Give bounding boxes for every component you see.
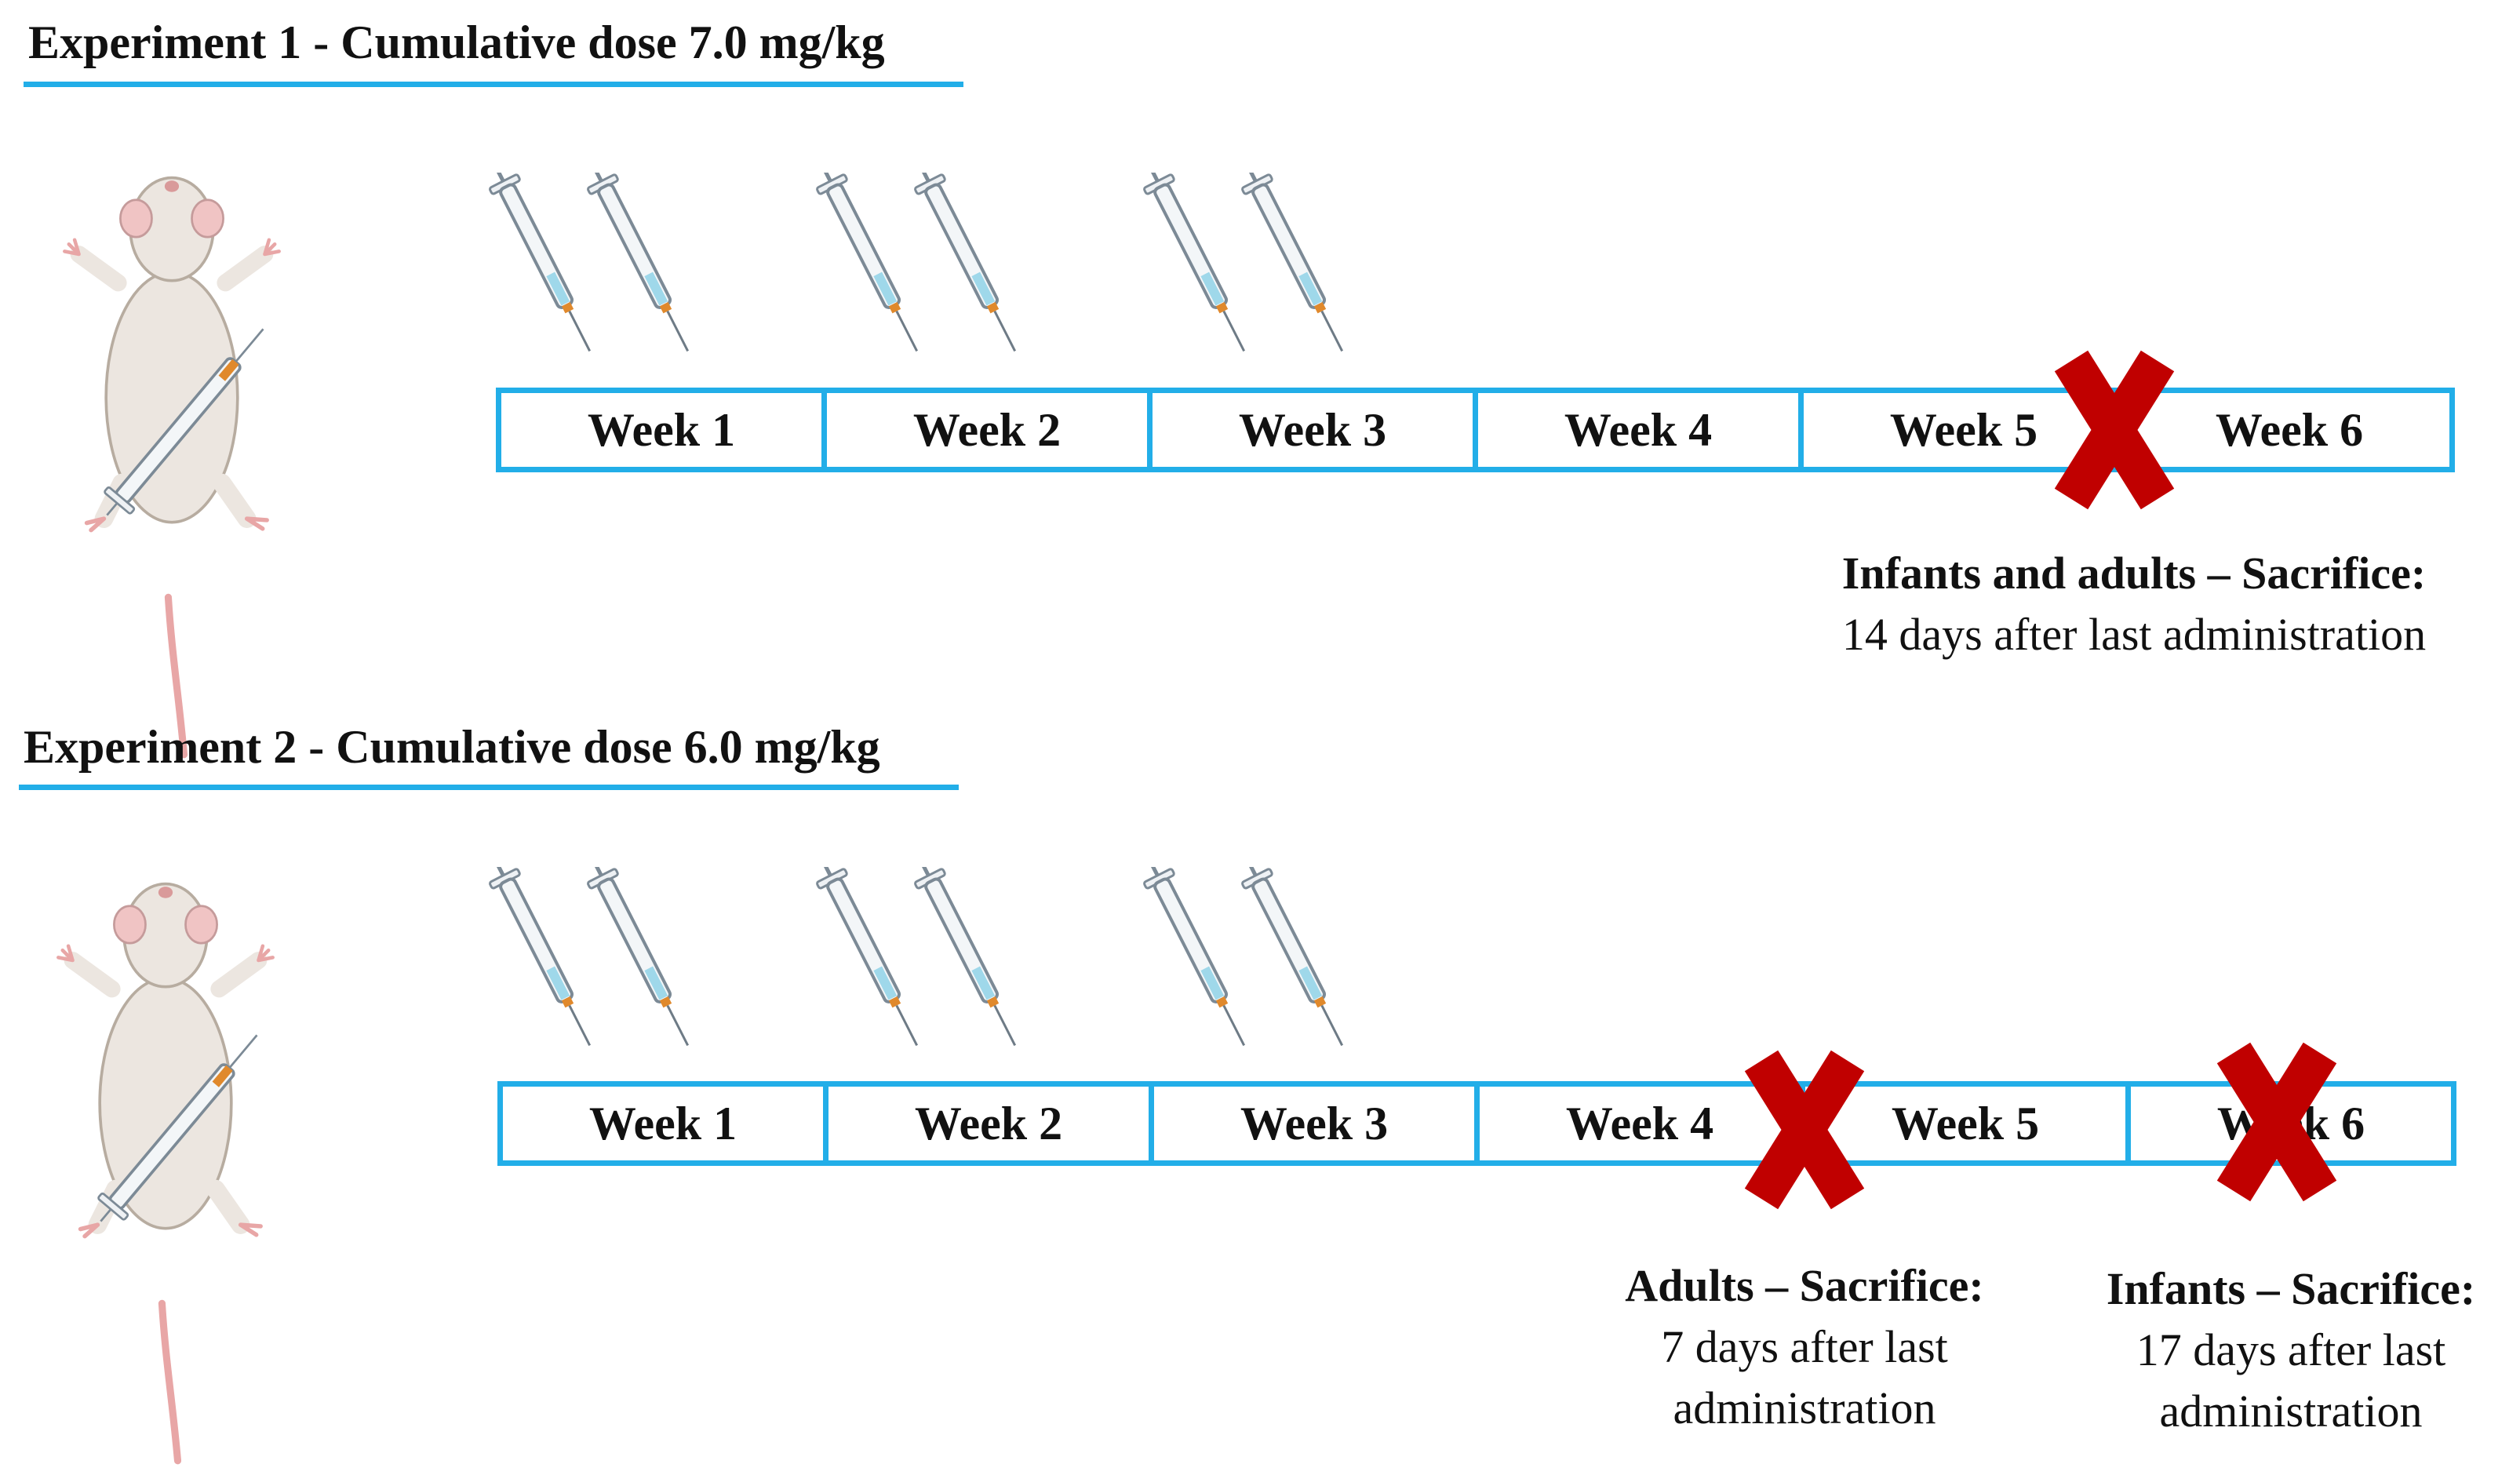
sacrifice-note-adults: Adults – Sacrifice: 7 days after last ad… (1561, 1255, 2048, 1439)
week-2-cell: Week 2 (823, 1081, 1154, 1166)
week-4-cell: Week 4 (1473, 388, 1804, 472)
experiment-1-underline (24, 82, 963, 87)
experiment-2-underline (19, 785, 959, 790)
week-6-cell: Week 6 (2124, 388, 2455, 472)
experiment-1-title: Experiment 1 - Cumulative dose 7.0 mg/kg (28, 16, 885, 68)
syringe-icon (1235, 173, 1356, 358)
syringe-icon (581, 173, 701, 358)
syringe-icon (1235, 867, 1356, 1052)
syringe-icon (1137, 173, 1258, 358)
sacrifice-note-exp1: Infants and adults – Sacrifice: 14 days … (1757, 543, 2511, 665)
note-line: administration (1673, 1382, 1936, 1433)
syringe-icon (810, 173, 930, 358)
syringe-icon (104, 328, 264, 516)
syringe-group-2 (471, 867, 1412, 1102)
sacrifice-note-infants: Infants – Sacrifice: 17 days after last … (2056, 1258, 2520, 1442)
syringe-icon (483, 867, 603, 1052)
syringe-group-1 (471, 173, 1412, 408)
cross-mark-icon (1734, 1043, 1875, 1216)
cross-mark-icon (2206, 1036, 2347, 1208)
syringe-icon (581, 867, 701, 1052)
week-1-cell: Week 1 (496, 388, 827, 472)
cross-mark-icon (2044, 344, 2185, 516)
note-line: 17 days after last (2136, 1324, 2446, 1375)
syringe-icon (97, 1034, 258, 1222)
note-line: 7 days after last (1661, 1321, 1948, 1372)
note-line: 14 days after last administration (1841, 609, 2427, 660)
week-3-cell: Week 3 (1149, 1081, 1480, 1166)
mouse-icon (0, 126, 408, 769)
note-heading: Infants and adults – Sacrifice: (1841, 548, 2427, 599)
week-2-cell: Week 2 (821, 388, 1153, 472)
syringe-icon (1137, 867, 1258, 1052)
syringe-icon (483, 173, 603, 358)
experiment-2-title: Experiment 2 - Cumulative dose 6.0 mg/kg (24, 721, 880, 773)
syringe-icon (810, 867, 930, 1052)
week-3-cell: Week 3 (1147, 388, 1478, 472)
note-heading: Infants – Sacrifice: (2106, 1263, 2476, 1314)
note-heading: Adults – Sacrifice: (1625, 1260, 1984, 1311)
note-line: administration (2159, 1386, 2423, 1437)
week-1-cell: Week 1 (497, 1081, 828, 1166)
syringe-icon (908, 173, 1029, 358)
experiment-2-timeline: Week 1 Week 2 Week 3 Week 4 Week 5 Week … (497, 1081, 2456, 1166)
mouse-icon (0, 832, 402, 1475)
syringe-icon (908, 867, 1029, 1052)
week-4-cell: Week 4 (1474, 1081, 1805, 1166)
